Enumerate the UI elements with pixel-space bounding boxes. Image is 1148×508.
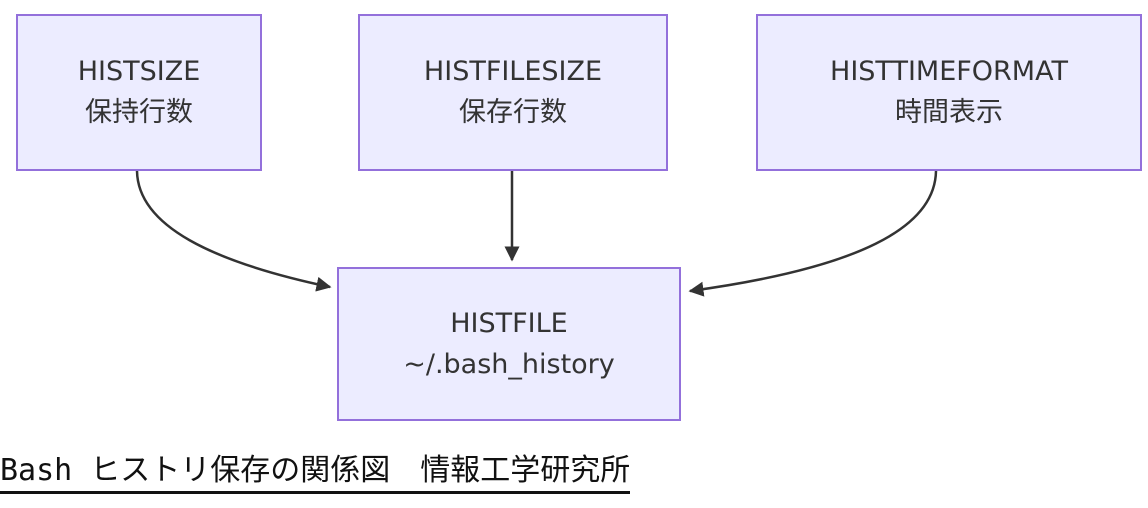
node-histtimeformat-label: HISTTIMEFORMAT xyxy=(830,56,1068,88)
node-histfilesize: HISTFILESIZE 保存行数 xyxy=(358,14,668,171)
node-histsize-label: HISTSIZE xyxy=(77,56,201,88)
node-histfilesize-label: HISTFILESIZE xyxy=(423,56,603,88)
node-histtimeformat: HISTTIMEFORMAT 時間表示 xyxy=(756,14,1142,171)
node-histfile: HISTFILE ~/.bash_history xyxy=(337,267,681,421)
node-histsize-sublabel: 保持行数 xyxy=(85,97,193,128)
edge-histsize-histfile xyxy=(135,170,332,292)
node-histsize: HISTSIZE 保持行数 xyxy=(16,14,262,171)
node-histfile-sublabel: ~/.bash_history xyxy=(403,348,615,380)
edge-histtimeformat-histfile xyxy=(688,170,938,297)
node-histfile-label: HISTFILE xyxy=(450,307,568,339)
node-histtimeformat-sublabel: 時間表示 xyxy=(895,97,1003,128)
diagram-caption: Bash ヒストリ保存の関係図 情報工学研究所 xyxy=(0,453,631,494)
node-histfilesize-sublabel: 保存行数 xyxy=(459,97,567,128)
